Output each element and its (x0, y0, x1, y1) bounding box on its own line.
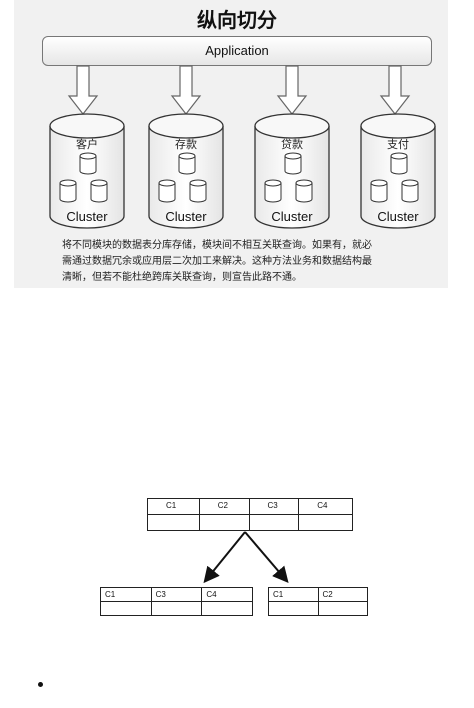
column-header: C4 (298, 498, 353, 515)
small-database-icon (79, 152, 97, 175)
column-header: C1 (268, 587, 319, 602)
description-note: 将不同模块的数据表分库存储，模块间不相互关联查询。如果有，就必 需通过数据冗余或… (62, 238, 424, 286)
empty-cell (268, 601, 319, 616)
result-table-left: C1 C3 C4 (100, 587, 253, 616)
column-header: C1 (147, 498, 200, 515)
empty-cell (298, 514, 353, 531)
result-table-right: C1 C2 (268, 587, 368, 616)
column-header: C2 (317, 587, 368, 602)
cluster-label-2: Cluster (165, 209, 207, 224)
small-database-icon (158, 179, 176, 203)
arrow-to-db-2 (170, 65, 202, 115)
small-database-icon (390, 152, 408, 175)
split-arrows (203, 531, 289, 584)
arrow-to-db-4 (379, 65, 411, 115)
cluster-label-3: Cluster (271, 209, 313, 224)
database-name-4: 支付 (387, 138, 409, 151)
empty-cell (317, 601, 368, 616)
database-name-3: 贷款 (281, 138, 303, 151)
application-bar: Application (42, 36, 432, 66)
list-bullet (38, 682, 43, 687)
database-name-1: 客户 (76, 138, 98, 151)
arrow-right (244, 531, 289, 584)
small-database-icon (59, 179, 77, 203)
note-line: 将不同模块的数据表分库存储，模块间不相互关联查询。如果有，就必 (62, 240, 372, 251)
database-name-2: 存款 (175, 138, 197, 151)
empty-cell (248, 514, 300, 531)
small-database-icon (284, 152, 302, 175)
cluster-label-1: Cluster (66, 209, 108, 224)
empty-cell (100, 601, 152, 616)
small-database-icon (189, 179, 207, 203)
small-database-icon (90, 179, 108, 203)
column-header: C1 (100, 587, 152, 602)
empty-cell (150, 601, 203, 616)
arrow-left (203, 531, 246, 584)
small-database-icon (370, 179, 388, 203)
small-database-icon (264, 179, 282, 203)
column-header: C4 (201, 587, 253, 602)
column-header: C2 (198, 498, 250, 515)
small-database-icon (178, 152, 196, 175)
cluster-label-4: Cluster (377, 209, 419, 224)
figure-title: 纵向切分 (197, 8, 277, 32)
arrow-to-db-3 (276, 65, 308, 115)
column-header: C3 (248, 498, 300, 515)
small-database-icon (295, 179, 313, 203)
source-table: C1 C2 C3 C4 (147, 498, 353, 531)
note-line: 清晰，但若不能杜绝跨库关联查询，则宣告此路不通。 (62, 272, 302, 283)
empty-cell (201, 601, 253, 616)
small-database-icon (401, 179, 419, 203)
vertical-split-graphics (49, 65, 436, 229)
column-header: C3 (150, 587, 203, 602)
arrow-to-db-1 (67, 65, 99, 115)
note-line: 需通过数据冗余或应用层二次加工来解决。这种方法业务和数据结构最 (62, 256, 372, 267)
